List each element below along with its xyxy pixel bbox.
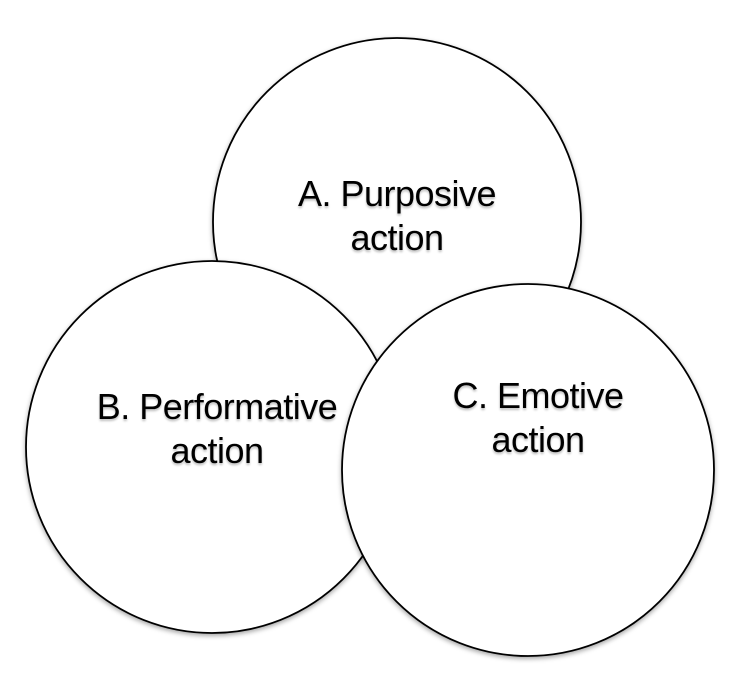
- circle-c-label: C. Emotive action: [338, 374, 738, 462]
- circle-c-label-line2: action: [491, 419, 585, 460]
- circle-a-label: A. Purposive action: [197, 172, 597, 260]
- circle-b-label: B. Performative action: [17, 385, 417, 473]
- circle-a-label-line1: A. Purposive: [297, 173, 497, 214]
- circle-b-label-line2: action: [170, 430, 264, 471]
- circle-b-label-line1: B. Performative: [96, 386, 338, 427]
- circle-a-label-line2: action: [350, 217, 444, 258]
- circle-c-label-line1: C. Emotive: [452, 375, 624, 416]
- circle-c-emotive: [341, 283, 715, 657]
